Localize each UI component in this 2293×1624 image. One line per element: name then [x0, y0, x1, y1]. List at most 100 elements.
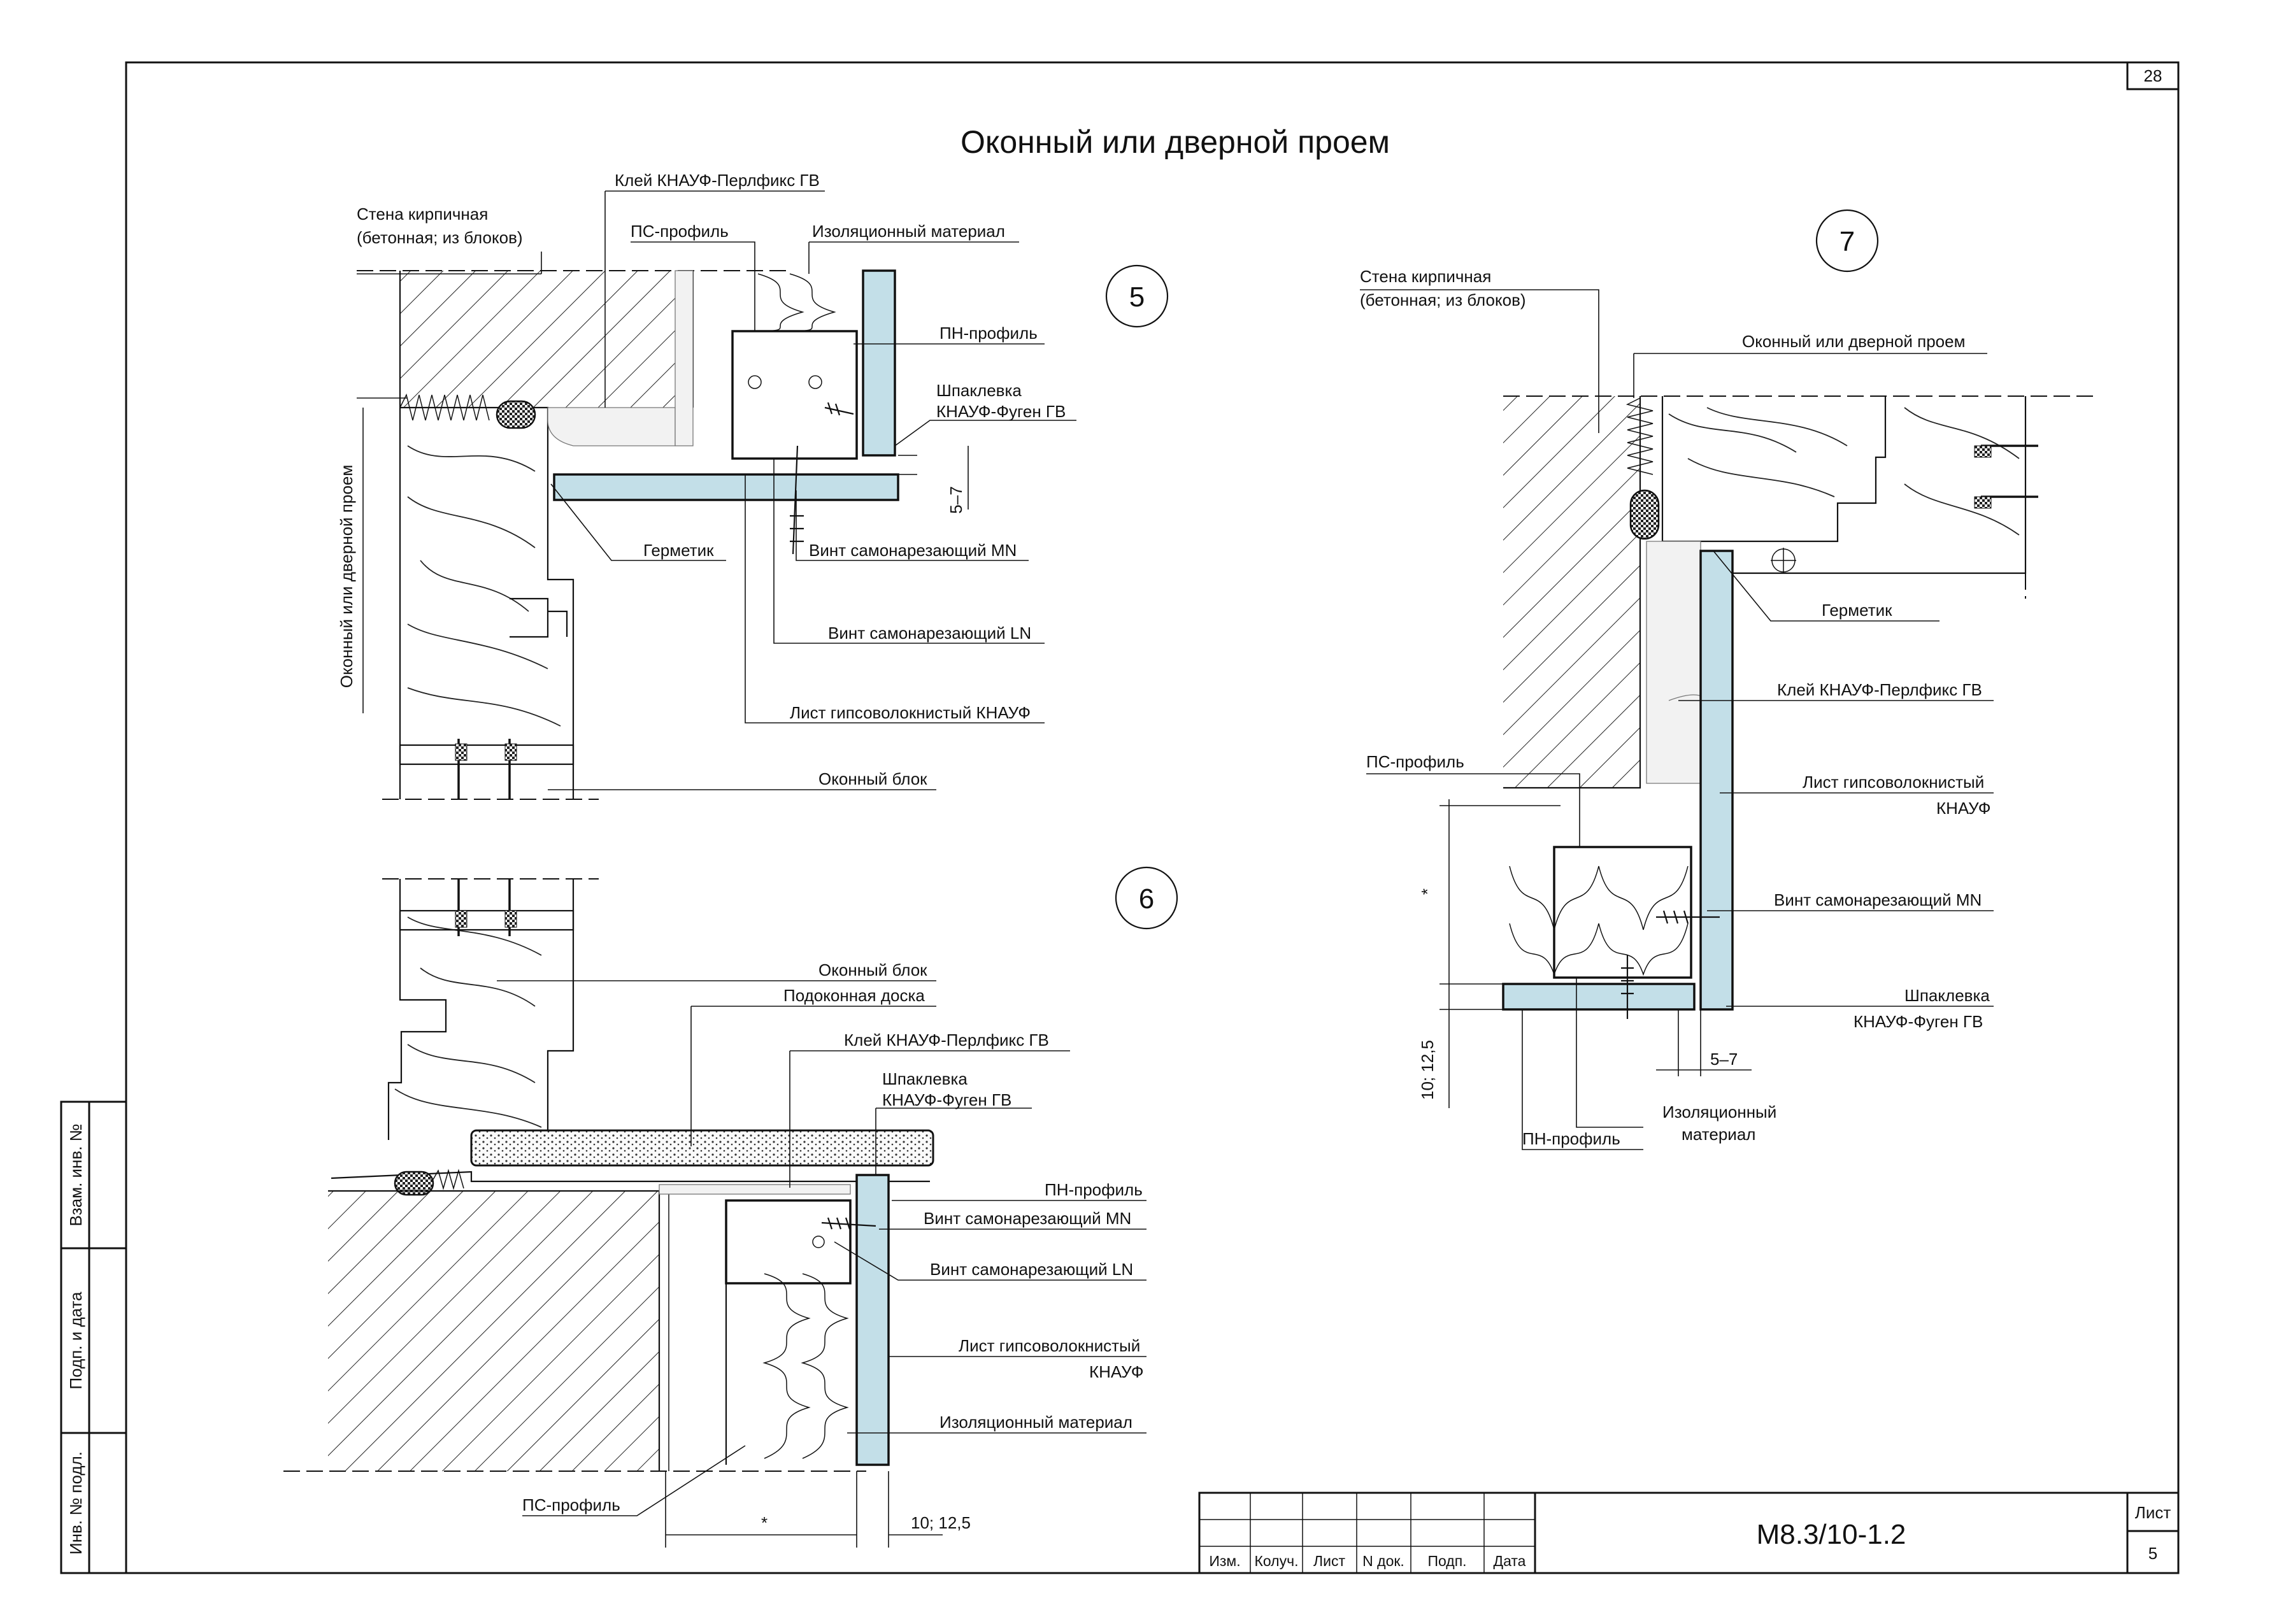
gypsum-board-7-vertical — [1699, 550, 1734, 1011]
label-pn-5: ПН-профиль — [939, 324, 1038, 343]
label-screw-ln-6: Винт самонарезающий LN — [930, 1260, 1133, 1279]
label-insulation-sub-7: материал — [1682, 1125, 1755, 1144]
label-sheet-5: Лист гипсоволокнистый КНАУФ — [790, 703, 1031, 722]
label-window-5: Оконный блок — [818, 769, 927, 788]
label-gap-5: 5–7 — [946, 486, 966, 513]
tb-header-date: Дата — [1494, 1553, 1526, 1569]
label-screw-mn-5: Винт самонарезающий MN — [809, 541, 1017, 560]
label-putty-sub-6: КНАУФ-Фуген ГВ — [882, 1090, 1011, 1109]
label-putty-6: Шпаклевка — [882, 1069, 968, 1088]
window-seal-5b — [504, 743, 517, 761]
brick-wall — [400, 271, 693, 408]
sheet-frame: 28 — [125, 61, 2180, 1574]
tb-header-change: Изм. — [1209, 1553, 1240, 1569]
detail-7: 7 — [1360, 209, 2096, 1150]
drawing-code: М8.3/10-1.2 — [1757, 1519, 1906, 1550]
detail-6-number: 6 — [1139, 883, 1154, 915]
glue-layer-7 — [1646, 541, 1701, 784]
window-seal-6a — [455, 910, 468, 928]
label-sheet-7: Лист гипсоволокнистый — [1803, 773, 1984, 792]
label-wall-7: Стена кирпичная — [1360, 267, 1491, 286]
label-screw-ln-5: Винт самонарезающий LN — [828, 623, 1031, 643]
screw-mn-6 — [821, 1217, 876, 1230]
window-seal-7b — [1974, 496, 1992, 509]
detail-5: 5 — [337, 171, 1169, 800]
tb-header-qty: Колуч. — [1255, 1553, 1299, 1569]
dim-thk-7: 10; 12,5 — [1418, 1040, 1437, 1100]
detail-6: 6 — [283, 866, 1178, 1548]
label-pn-6: ПН-профиль — [1045, 1180, 1143, 1199]
detail-7-number: 7 — [1839, 226, 1855, 257]
sheet-number-top: 28 — [2144, 66, 2162, 85]
foam-spring-7 — [1625, 397, 1654, 475]
gypsum-board-6 — [855, 1174, 890, 1466]
label-insulation-6: Изоляционный материал — [939, 1413, 1132, 1432]
stamp-label-replace: Взам. инв. № — [66, 1123, 85, 1226]
label-ps-7: ПС-профиль — [1366, 752, 1464, 771]
label-ps-5: ПС-профиль — [631, 222, 729, 241]
insulation-6 — [762, 1273, 849, 1459]
label-putty-7: Шпаклевка — [1904, 986, 1990, 1005]
gypsum-board-7-horizontal — [1502, 983, 1696, 1011]
label-putty-5: Шпаклевка — [936, 381, 1022, 400]
side-stamp: Взам. инв. № Подп. и дата Инв. № подл. — [60, 1100, 127, 1574]
insulation-7 — [1509, 865, 1689, 976]
label-sheet-sub-6: КНАУФ — [1089, 1362, 1144, 1381]
drawing-title: Оконный или дверной проем — [961, 124, 1390, 160]
label-insulation-5: Изоляционный материал — [812, 222, 1005, 241]
label-putty-sub-7: КНАУФ-Фуген ГВ — [1854, 1012, 1983, 1031]
tb-header-sign: Подп. — [1427, 1553, 1466, 1569]
screw-mn-5 — [790, 445, 804, 555]
label-wall-5: Стена кирпичная — [357, 204, 488, 224]
window-frame-6 — [382, 878, 599, 1140]
label-glue-6: Клей КНАУФ-Перлфикс ГВ — [844, 1030, 1049, 1050]
ps-profile-7 — [1553, 846, 1692, 979]
label-opening-7: Оконный или дверной проем — [1742, 332, 1965, 351]
insulation-5 — [757, 273, 836, 332]
tb-header-doc: N док. — [1362, 1553, 1404, 1569]
dim-star-6: * — [761, 1513, 768, 1532]
label-insulation-7: Изоляционный — [1662, 1102, 1776, 1122]
label-putty-sub-5: КНАУФ-Фуген ГВ — [936, 402, 1066, 421]
label-sheet-6: Лист гипсоволокнистый — [959, 1336, 1140, 1355]
gypsum-board-5-vertical — [862, 269, 896, 457]
sealant-5 — [496, 400, 536, 429]
label-sheet-sub-7: КНАУФ — [1936, 799, 1991, 818]
label-ps-6: ПС-профиль — [522, 1495, 620, 1514]
label-pn-7: ПН-профиль — [1522, 1129, 1620, 1148]
window-seal-7a — [1974, 445, 1992, 458]
brick-wall-6 — [328, 1191, 659, 1471]
gypsum-board-5-horizontal — [553, 473, 899, 501]
title-block: Изм. Колуч. Лист N док. Подп. Дата М8.3/… — [1198, 1492, 2180, 1574]
stamp-label-sign: Подп. и дата — [66, 1292, 85, 1390]
tb-header-sheet: Лист — [1313, 1553, 1345, 1569]
label-screw-mn-7: Винт самонарезающий MN — [1774, 890, 1982, 909]
detail-5-number: 5 — [1129, 281, 1145, 313]
label-sealant-5: Герметик — [643, 541, 714, 560]
sealant-7 — [1629, 489, 1660, 540]
stamp-label-inventory: Инв. № подл. — [66, 1451, 85, 1555]
dim-thk-6: 10; 12,5 — [911, 1513, 971, 1532]
screw-ln-7 — [1621, 955, 1634, 1019]
ps-profile-6 — [725, 1199, 852, 1285]
glue-layer-6 — [659, 1184, 851, 1195]
label-window-6: Оконный блок — [818, 960, 927, 979]
label-wall-sub-7: (бетонная; из блоков) — [1360, 290, 1526, 310]
label-opening-5: Оконный или дверной проем — [337, 465, 356, 688]
label-sealant-7: Герметик — [1822, 601, 1892, 620]
sheet-label: Лист — [2135, 1503, 2171, 1522]
foam-spring-5 — [399, 393, 490, 421]
label-sill-6: Подоконная доска — [783, 986, 925, 1005]
label-wall-sub-5: (бетонная; из блоков) — [357, 228, 523, 247]
window-seal-5a — [455, 743, 468, 761]
label-gap-7: 5–7 — [1710, 1050, 1738, 1069]
window-frame-5 — [382, 406, 599, 800]
sheet-number: 5 — [2148, 1544, 2157, 1563]
brick-wall-7 — [1503, 396, 1640, 788]
label-screw-mn-6: Винт самонарезающий MN — [924, 1209, 1131, 1228]
glue-layer-5 — [547, 407, 676, 446]
screw-mn-7 — [1656, 910, 1720, 924]
ps-profile-5 — [731, 330, 858, 460]
label-glue-5: Клей КНАУФ-Перлфикс ГВ — [615, 171, 820, 190]
